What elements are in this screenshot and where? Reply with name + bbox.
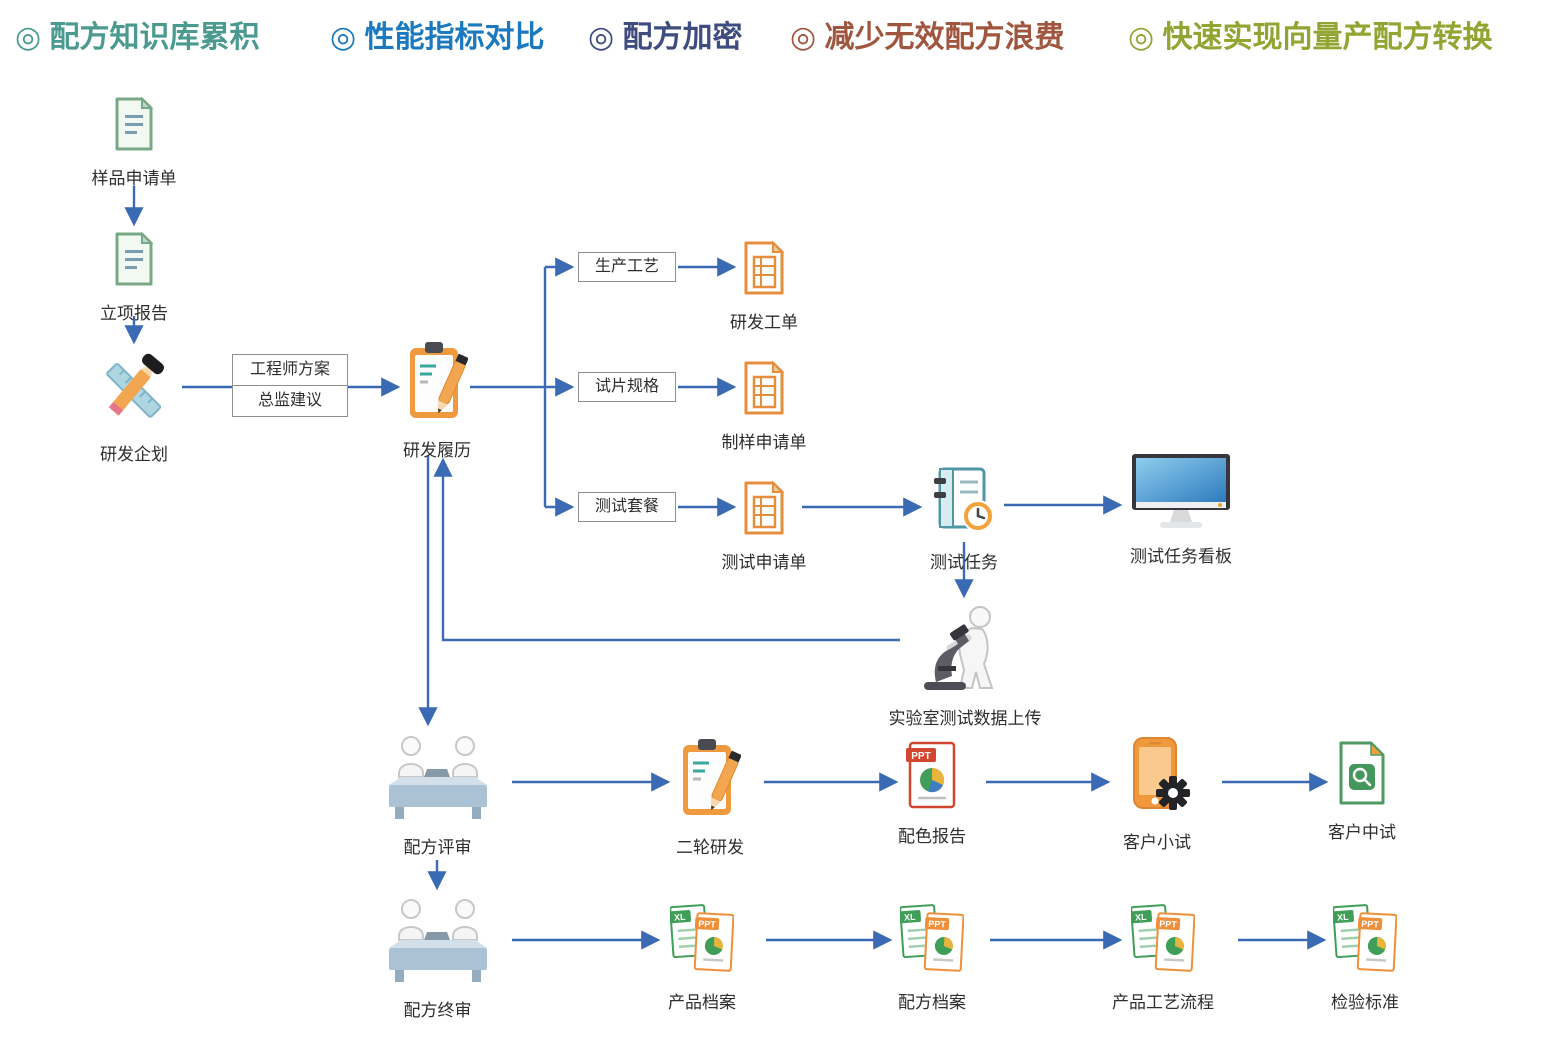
node-label: 制样申请单 <box>721 433 807 452</box>
node-test-task-board: 测试任务看板 <box>1116 452 1246 567</box>
feature-item-performance-compare: ◎ 性能指标对比 <box>330 21 545 54</box>
node-rd-work-order: 研发工单 <box>704 240 824 333</box>
feature-item-knowledge-base: ◎ 配方知识库累积 <box>15 21 260 54</box>
node-label: 配方档案 <box>898 993 966 1012</box>
node-formula-review: 配方评审 <box>380 733 495 858</box>
feature-item-formula-encryption: ◎ 配方加密 <box>588 21 743 54</box>
excel-ppt-documents-icon: XL PPT <box>668 898 735 981</box>
form-document-icon <box>742 360 786 421</box>
branch-label-test-package: 测试套餐 <box>578 492 676 522</box>
ppt-report-icon: PPT <box>906 740 958 815</box>
excel-ppt-documents-icon: XL PPT <box>898 898 965 981</box>
document-magnifier-icon <box>1337 740 1387 811</box>
node-label: 测试任务看板 <box>1130 547 1232 566</box>
connector-label-engineer-plan: 工程师方案 <box>232 354 348 386</box>
arrow-lab-feedback-to-history <box>433 457 900 642</box>
pencil-ruler-icon <box>95 348 173 433</box>
meeting-desk-icon <box>383 733 493 826</box>
node-rd-history: 研发履历 <box>377 338 497 461</box>
feature-item-mass-production: ◎ 快速实现向量产配方转换 <box>1128 21 1493 54</box>
node-label: 客户中试 <box>1328 823 1396 842</box>
node-product-archive: XL PPT 产品档案 <box>642 898 762 1013</box>
form-document-icon <box>742 240 786 301</box>
node-rd-planning: 研发企划 <box>74 348 194 465</box>
node-formula-final-review: 配方终审 <box>380 896 495 1021</box>
notebook-clock-icon <box>930 466 998 541</box>
node-second-round-rd: 二轮研发 <box>650 735 770 858</box>
connector-label-director-advice: 总监建议 <box>232 385 348 417</box>
node-color-report: PPT 配色报告 <box>872 740 992 847</box>
node-test-task: 测试任务 <box>904 466 1024 573</box>
xl-icon-text: XL <box>1135 912 1148 923</box>
node-label: 测试申请单 <box>721 553 807 572</box>
node-label: 研发工单 <box>730 313 798 332</box>
excel-ppt-documents-icon: XL PPT <box>1129 898 1196 981</box>
node-label: 研发履历 <box>403 441 471 460</box>
ppt-icon-text: PPT <box>1361 919 1380 930</box>
node-inspection-standard: XL PPT 检验标准 <box>1305 898 1425 1013</box>
ppt-icon-text: PPT <box>698 919 717 930</box>
node-label: 产品档案 <box>668 993 736 1012</box>
node-label: 配色报告 <box>898 827 966 846</box>
node-product-process-flow: XL PPT 产品工艺流程 <box>1098 898 1228 1013</box>
xl-icon-text: XL <box>1337 912 1350 923</box>
connector-proposal-box: 工程师方案 总监建议 <box>232 354 348 417</box>
node-label: 实验室测试数据上传 <box>888 709 1042 728</box>
node-label: 研发企划 <box>100 445 168 464</box>
xl-icon-text: XL <box>904 912 917 923</box>
node-label: 客户小试 <box>1123 833 1191 852</box>
node-project-report: 立项报告 <box>74 231 194 324</box>
node-test-request-form: 测试申请单 <box>704 480 824 573</box>
meeting-desk-icon <box>383 896 493 989</box>
branch-label-test-piece-spec: 试片规格 <box>578 372 676 402</box>
monitor-icon <box>1130 452 1232 535</box>
node-label: 配方终审 <box>403 1001 472 1020</box>
node-sample-request-form: 样品申请单 <box>74 96 194 189</box>
node-label: 样品申请单 <box>91 169 177 188</box>
node-label: 产品工艺流程 <box>1112 993 1214 1012</box>
xl-icon-text: XL <box>674 912 687 923</box>
node-label: 配方评审 <box>403 838 472 857</box>
excel-ppt-documents-icon: XL PPT <box>1331 898 1398 981</box>
document-icon <box>113 231 155 292</box>
node-label: 检验标准 <box>1331 993 1399 1012</box>
node-sampling-request-form: 制样申请单 <box>704 360 824 453</box>
branch-label-production-process: 生产工艺 <box>578 252 676 282</box>
feature-item-reduce-waste: ◎ 减少无效配方浪费 <box>790 21 1065 54</box>
clipboard-pen-icon <box>406 338 469 429</box>
node-lab-data-upload: 实验室测试数据上传 <box>865 604 1065 729</box>
ppt-icon-text: PPT <box>928 919 947 930</box>
clipboard-pen-icon <box>679 735 742 826</box>
node-customer-pilot-test: 客户中试 <box>1302 740 1422 843</box>
node-label: 立项报告 <box>100 304 168 323</box>
node-customer-small-test: 客户小试 <box>1097 736 1217 853</box>
scientist-microscope-icon <box>922 604 1008 697</box>
form-document-icon <box>742 480 786 541</box>
ppt-icon-text: PPT <box>1159 919 1178 930</box>
node-label: 二轮研发 <box>676 838 744 857</box>
phone-gear-icon <box>1118 736 1196 821</box>
document-icon <box>113 96 155 157</box>
node-label: 测试任务 <box>930 553 998 572</box>
node-formula-archive: XL PPT 配方档案 <box>872 898 992 1013</box>
ppt-icon-text: PPT <box>911 751 930 762</box>
